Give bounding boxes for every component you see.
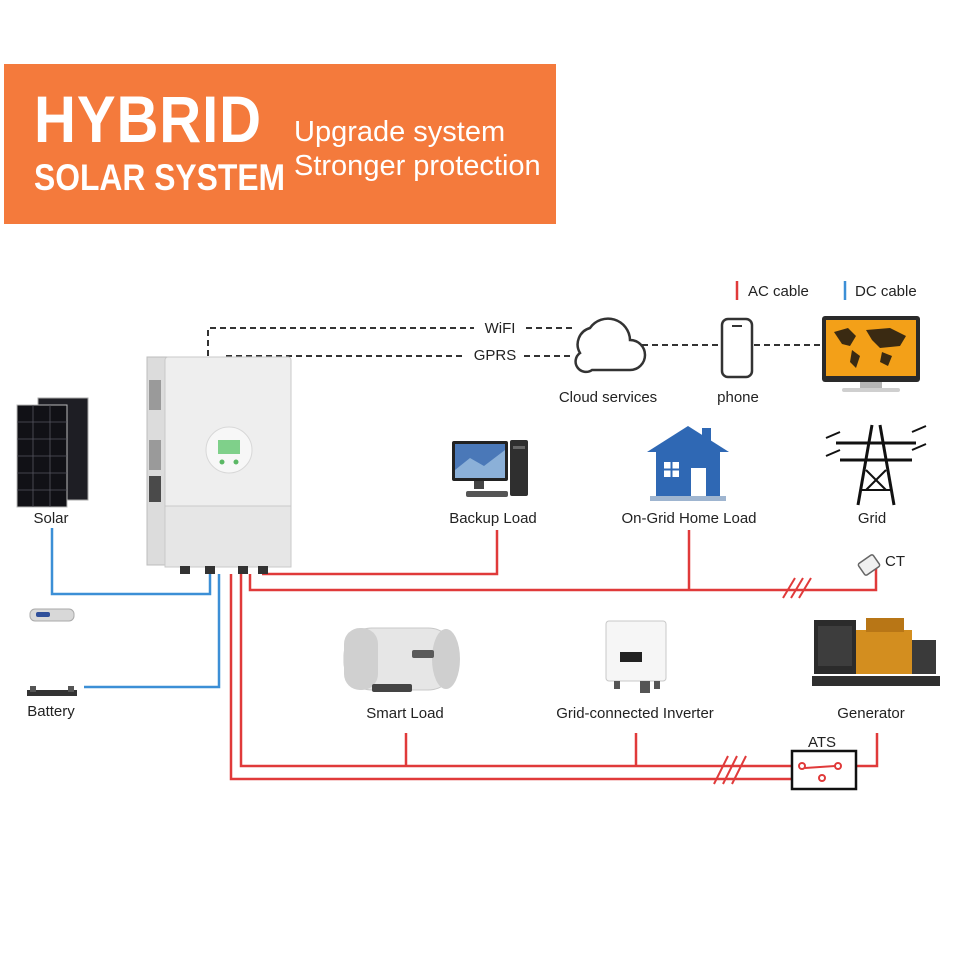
ats-return-bus [229,574,792,781]
ct-label: CT [885,553,905,570]
generator-icon [812,618,940,686]
solar-panel-icon [16,397,89,508]
solar-dc-cable [50,528,212,596]
grid-inverter-label: Grid-connected Inverter [556,705,714,722]
power-tower-icon [825,424,927,506]
current-transformer-icon [857,554,881,576]
legend-ac-label: AC cable [748,283,809,300]
generator-label: Generator [837,705,905,722]
backup-load-cable [262,530,499,576]
battery-icon [27,608,77,696]
string-inverter-icon [605,620,667,693]
banner-tagline-1: Upgrade system [294,116,506,148]
wifi-label: WiFI [484,320,516,337]
grid-cable [248,568,878,592]
smart-load-bus [239,574,792,768]
smart-load-label: Smart Load [366,705,444,722]
cloud-services-label: Cloud services [558,389,658,406]
phone-label: phone [717,389,759,406]
monitor-map-icon [822,316,920,392]
ac-cables [229,530,879,785]
battery-label: Battery [27,703,75,720]
house-icon [647,426,729,501]
transfer-switch-icon [790,749,858,791]
header-banner: HYBRID SOLAR SYSTEM Upgrade system Stron… [4,64,556,224]
cloud-icon [574,317,647,374]
backup-load-label: Backup Load [449,510,537,527]
grid-cable-break [782,577,812,599]
banner-subtitle: SOLAR SYSTEM [34,157,286,198]
smartphone-icon [720,317,754,379]
banner-title: HYBRID [34,82,262,156]
banner-tagline-2: Stronger protection [294,150,541,182]
generator-cable [856,733,879,768]
desktop-computer-icon [452,440,528,497]
ats-label: ATS [807,734,837,751]
gprs-label: GPRS [473,347,517,364]
dc-cables [50,528,221,689]
bus-cable-break [713,755,747,785]
legend-dc-label: DC cable [855,283,917,300]
home-load-label: On-Grid Home Load [621,510,757,527]
battery-dc-cable [84,574,221,689]
comm-links [207,327,822,357]
solar-label: Solar [33,510,69,527]
wifi-link [207,327,474,356]
hybrid-inverter-icon [146,356,292,574]
water-heater-icon [343,627,460,692]
grid-label: Grid [857,510,887,527]
